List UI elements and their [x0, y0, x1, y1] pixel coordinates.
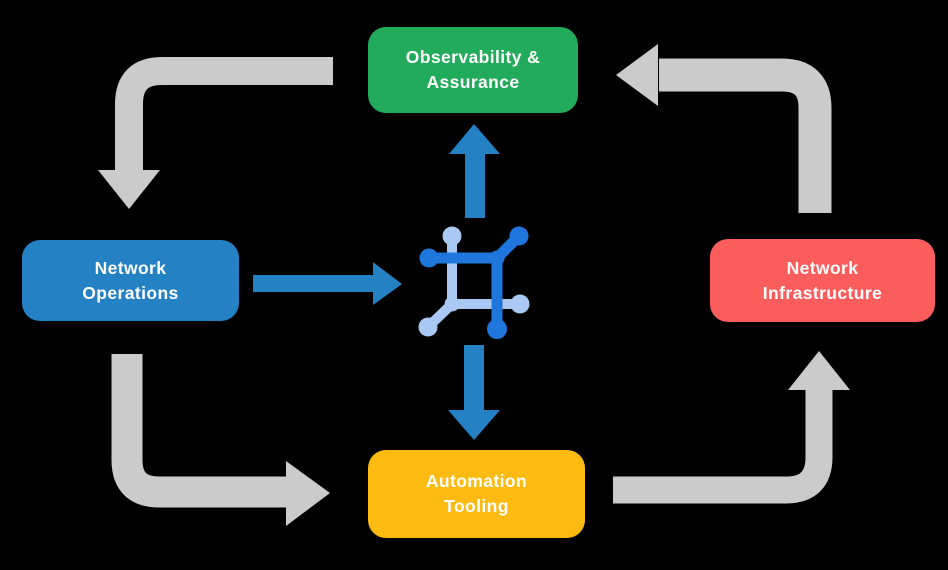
arrow-center-to-observability: [449, 124, 500, 218]
icon-junction-top-right: [489, 250, 505, 266]
node-network-infrastructure: Network Infrastructure: [710, 239, 935, 322]
icon-junction-bottom-left: [444, 296, 460, 312]
icon-node-right: [510, 294, 530, 314]
icon-node-bottom-left: [418, 317, 438, 337]
arrow-head-down: [98, 170, 160, 209]
arrow-shaft: [111, 354, 288, 508]
icon-node-bottom-right: [487, 319, 507, 339]
network-mesh-icon-light-part: [418, 226, 530, 337]
arrow-center-to-automation: [448, 345, 500, 440]
arrow-operations-to-automation: [111, 354, 330, 526]
node-observability-label: Observability & Assurance: [405, 47, 541, 92]
network-mesh-icon-dark-part: [419, 226, 529, 339]
node-automation-tooling: Automation Tooling: [368, 450, 585, 538]
arrow-shaft: [115, 57, 333, 172]
network-mesh-icon: [418, 226, 530, 339]
arrow-head-up: [449, 124, 500, 154]
arrow-observability-to-operations: [98, 57, 333, 209]
arrow-shaft: [464, 345, 484, 412]
arrow-head-up: [788, 351, 850, 390]
arrow-head-left: [616, 44, 658, 106]
arrow-shaft: [253, 275, 373, 292]
arrow-operations-to-center: [253, 262, 402, 305]
icon-node-top-right: [509, 226, 529, 246]
arrow-automation-to-infrastructure: [613, 351, 850, 504]
icon-node-top-left: [442, 226, 462, 246]
node-infrastructure-label: Network Infrastructure: [762, 257, 883, 303]
node-observability-assurance: Observability & Assurance: [368, 27, 578, 113]
arrow-head-right: [373, 262, 402, 305]
arrow-infrastructure-to-observability: [616, 44, 832, 213]
arrow-shaft: [465, 153, 485, 218]
icon-node-left: [419, 248, 439, 268]
arrow-head-right: [286, 461, 330, 526]
arrow-shaft: [613, 389, 833, 504]
node-network-operations: Network Operations: [22, 240, 239, 321]
node-operations-label: Network Operations: [82, 257, 179, 303]
arrow-head-down: [448, 410, 500, 440]
node-automation-label: Automation Tooling: [425, 471, 528, 516]
arrow-shaft: [659, 58, 832, 213]
